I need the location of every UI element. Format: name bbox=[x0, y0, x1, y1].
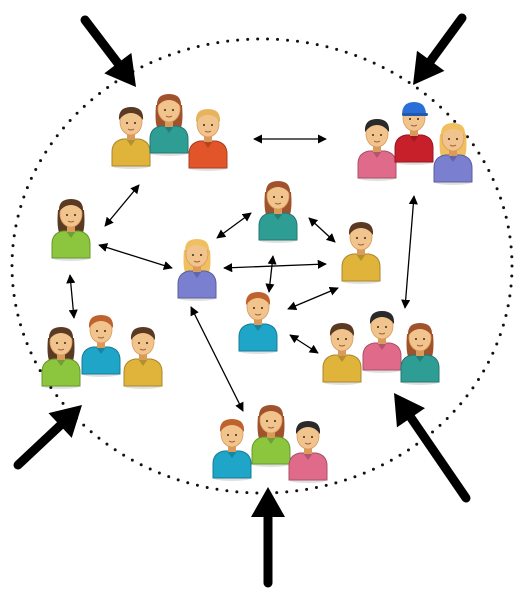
person-figure-group-bottom-right bbox=[400, 323, 440, 385]
person-figure-group-top-right bbox=[394, 102, 434, 165]
person-figure-group-bottom-center bbox=[212, 419, 252, 481]
person-figure-group-bottom-right bbox=[362, 311, 402, 373]
person-figure-person-left bbox=[51, 199, 91, 261]
connector-person-center-to-group-bottom-center bbox=[190, 306, 244, 412]
external-arrow-top-left bbox=[80, 15, 136, 87]
person-figure-group-top-left bbox=[111, 107, 151, 169]
connector-person-center-to-person-top-center bbox=[216, 212, 252, 239]
connector-person-center-to-person-right bbox=[223, 259, 327, 273]
person-figure-group-bottom-left bbox=[81, 315, 121, 377]
connector-person-center-to-person-middle bbox=[265, 255, 277, 293]
external-arrow-top-right bbox=[413, 13, 467, 85]
external-arrow-layer bbox=[13, 13, 471, 588]
person-figure-person-right bbox=[341, 222, 381, 284]
connector-person-middle-to-group-bottom-right bbox=[289, 334, 319, 354]
system-boundary bbox=[10, 37, 514, 495]
people-layer bbox=[41, 94, 473, 483]
person-figure-person-middle bbox=[238, 292, 278, 354]
person-figure-group-bottom-center bbox=[288, 421, 328, 483]
person-figure-group-top-left bbox=[188, 109, 228, 171]
person-figure-group-bottom-left bbox=[123, 327, 163, 389]
person-figure-person-top-center bbox=[258, 181, 298, 243]
person-figure-person-center bbox=[177, 239, 217, 301]
external-arrow-bottom-left bbox=[13, 405, 82, 470]
external-arrow-bottom-center bbox=[251, 487, 285, 588]
connector-person-top-center-to-person-right bbox=[308, 217, 336, 243]
person-figure-group-bottom-center bbox=[251, 405, 291, 467]
connector-layer bbox=[66, 134, 418, 412]
connector-group-top-right-to-group-bottom-right bbox=[401, 195, 418, 309]
person-figure-group-top-right bbox=[357, 119, 397, 181]
connector-group-top-left-to-person-left bbox=[104, 184, 140, 227]
connector-person-left-to-group-bottom-left bbox=[66, 274, 78, 319]
person-figure-group-bottom-left bbox=[41, 327, 81, 389]
connector-person-left-to-person-center bbox=[98, 243, 173, 270]
person-figure-group-bottom-right bbox=[322, 323, 362, 385]
person-figure-group-top-left bbox=[149, 94, 189, 156]
person-figure-group-top-right bbox=[433, 123, 473, 185]
connector-person-right-to-person-middle bbox=[287, 286, 339, 311]
external-arrow-bottom-right bbox=[394, 393, 471, 503]
